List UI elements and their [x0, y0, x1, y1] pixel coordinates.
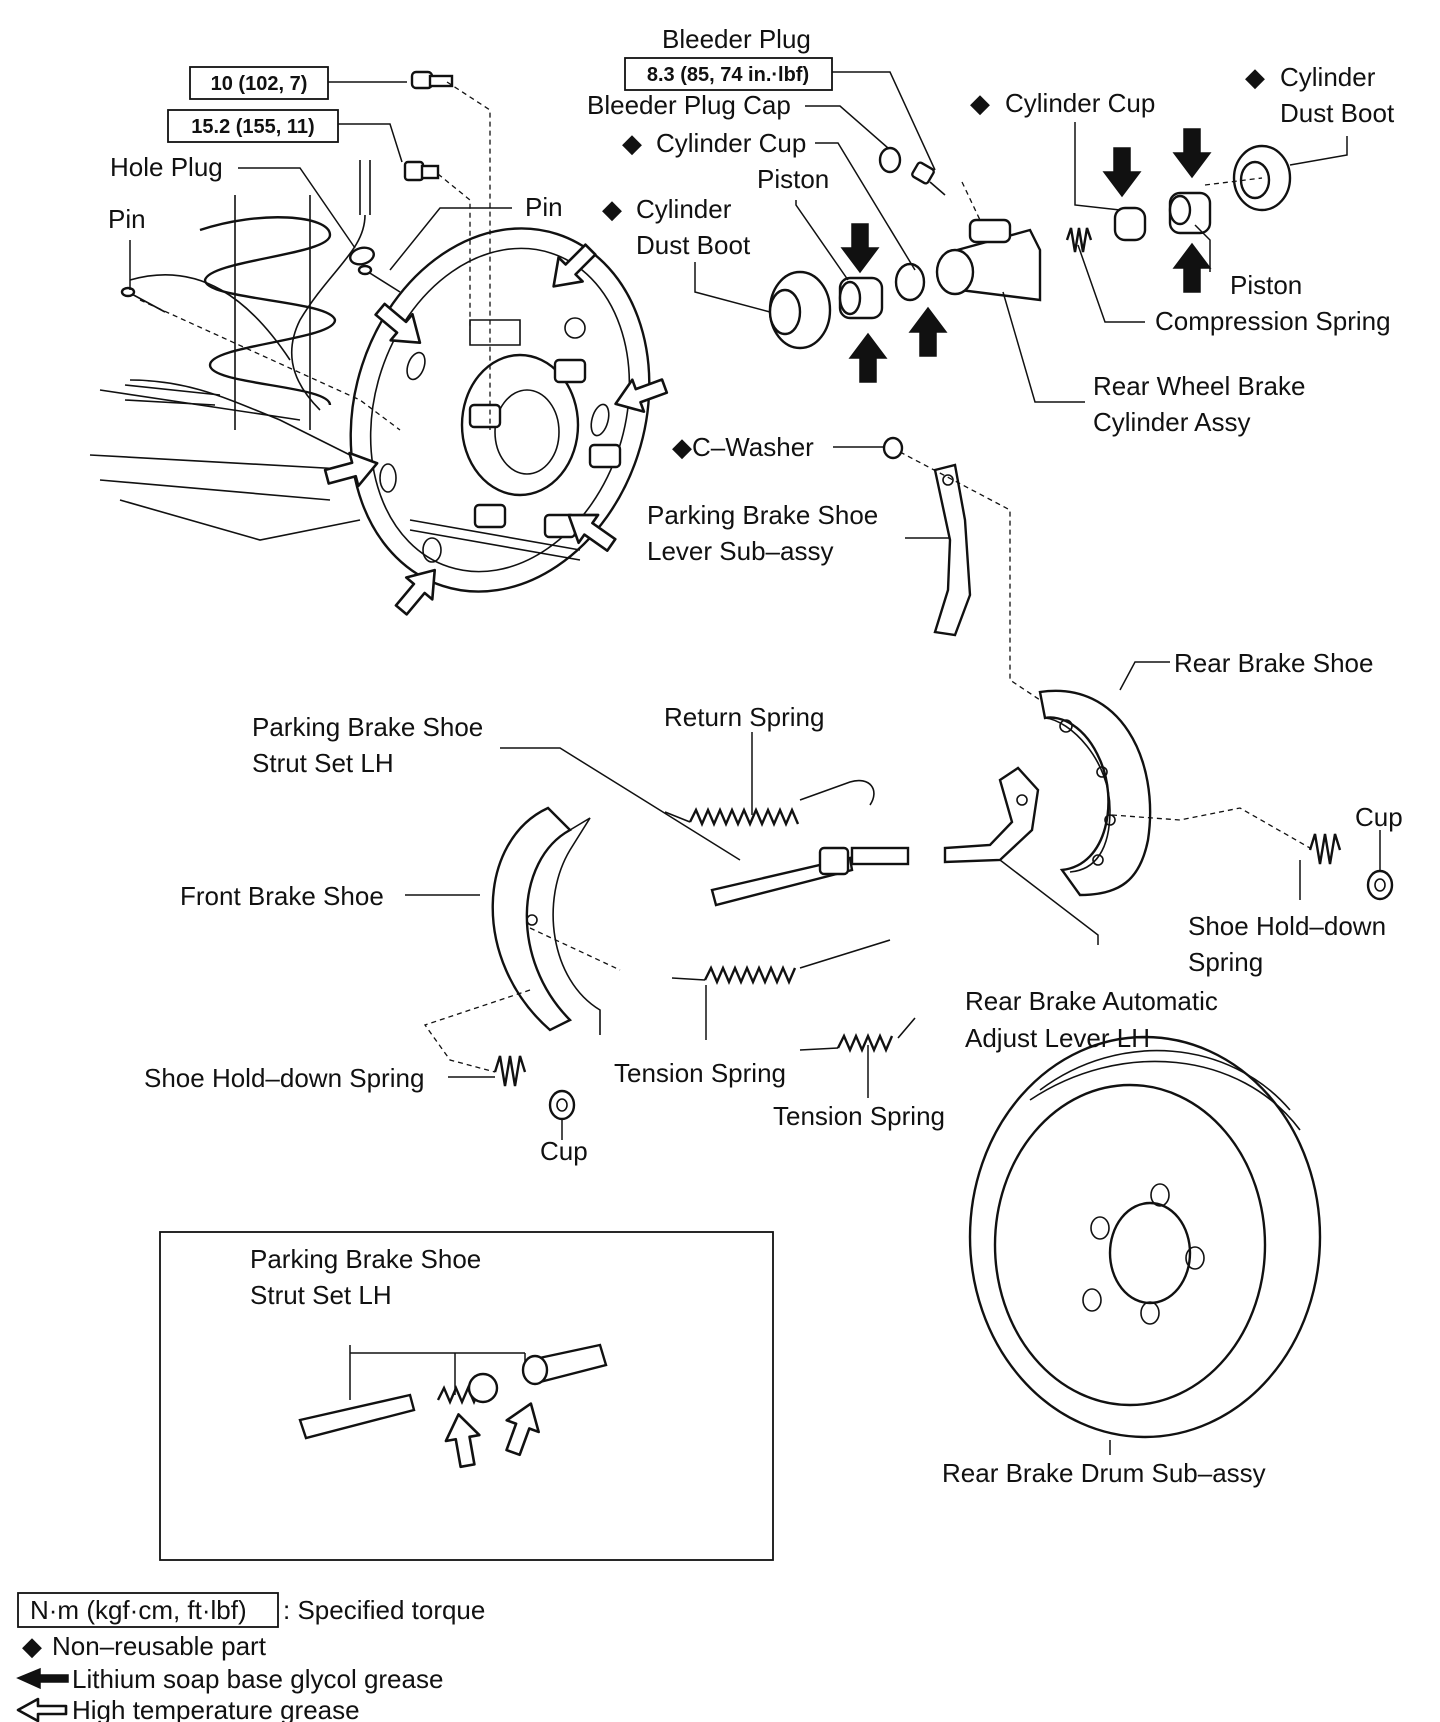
- piston-left-part: [838, 276, 884, 320]
- label-c-washer: ◆C–Washer: [672, 432, 814, 462]
- cup-right-part: [1366, 869, 1394, 901]
- labels: Bleeder Plug Bleeder Plug Cap Hole Plug …: [108, 24, 1403, 1488]
- label-strut-set-1: Parking Brake Shoe: [252, 712, 483, 742]
- torque-spec-8-3: 8.3 (85, 74 in.·lbf): [624, 57, 833, 91]
- label-dust-boot-left-1: Cylinder: [636, 194, 732, 224]
- torque-value-8-3: 8.3 (85, 74 in.·lbf): [647, 64, 809, 86]
- hole-plug-part: [349, 246, 375, 266]
- cup-left-part: [548, 1089, 576, 1121]
- label-cup-right: Cup: [1355, 802, 1403, 832]
- parking-brake-lever-part: [933, 463, 972, 637]
- cylinder-cup-right-part: [1113, 206, 1147, 242]
- torque-value-10: 10 (102, 7): [211, 73, 308, 95]
- tension-spring-1-part: [671, 939, 891, 986]
- mark-cylinder-cup-top: ◆: [970, 88, 990, 118]
- label-cylinder-cup-top: Cylinder Cup: [1005, 88, 1155, 118]
- front-brake-shoe-part: [491, 806, 601, 1035]
- label-tension-spring-1: Tension Spring: [614, 1058, 786, 1088]
- label-dust-boot-right-1: Cylinder: [1280, 62, 1376, 92]
- torque-spec-15-2: 15.2 (155, 11): [167, 109, 339, 143]
- legend-torque-desc: : Specified torque: [283, 1595, 485, 1625]
- brake-drum-part: [968, 1035, 1322, 1439]
- bleeder-plug-part: [911, 161, 946, 196]
- label-dust-boot-left-2: Dust Boot: [636, 230, 751, 260]
- mark-cylinder-cup-mid: ◆: [622, 128, 642, 158]
- bolt-10: [410, 70, 454, 90]
- c-washer-part: [882, 436, 904, 460]
- dust-boot-left-part: [768, 270, 832, 350]
- label-piston-left: Piston: [757, 164, 829, 194]
- label-auto-adjust-lever-1: Rear Brake Automatic: [965, 986, 1218, 1016]
- label-tension-spring-2: Tension Spring: [773, 1101, 945, 1131]
- label-dust-boot-right-2: Dust Boot: [1280, 98, 1395, 128]
- label-inset-strut-set-2: Strut Set LH: [250, 1280, 392, 1310]
- solid-arrow-icon: [16, 1667, 69, 1690]
- label-rear-wheel-cylinder-1: Rear Wheel Brake: [1093, 371, 1305, 401]
- shoe-holddown-spring-left-part: [493, 1055, 527, 1087]
- open-arrow-icon: [16, 1697, 68, 1722]
- wheel-cylinder-body: [935, 218, 1042, 302]
- brake-backing-plate: [349, 227, 651, 593]
- label-cup-left: Cup: [540, 1136, 588, 1166]
- label-strut-set-2: Strut Set LH: [252, 748, 394, 778]
- label-shoe-holddown-right-2: Spring: [1188, 947, 1263, 977]
- label-rear-wheel-cylinder-2: Cylinder Assy: [1093, 407, 1251, 437]
- legend-non-reusable-mark: ◆: [22, 1631, 42, 1661]
- mark-dust-boot-left: ◆: [602, 194, 622, 224]
- legend-lithium: Lithium soap base glycol grease: [72, 1664, 443, 1694]
- label-hole-plug: Hole Plug: [110, 152, 223, 182]
- legend: N·m (kgf·cm, ft·lbf) : Specified torque …: [16, 1592, 485, 1722]
- brake-line-union: [403, 160, 440, 182]
- label-inset-strut-set-1: Parking Brake Shoe: [250, 1244, 481, 1274]
- label-cylinder-cup-mid: Cylinder Cup: [656, 128, 806, 158]
- legend-high-temp: High temperature grease: [72, 1695, 360, 1722]
- auto-adjust-lever-part: [943, 766, 1040, 864]
- label-shoe-holddown-left: Shoe Hold–down Spring: [144, 1063, 424, 1093]
- label-auto-adjust-lever-2: Adjust Lever LH: [965, 1023, 1150, 1053]
- label-bleeder-plug: Bleeder Plug: [662, 24, 811, 54]
- label-bleeder-plug-cap: Bleeder Plug Cap: [587, 90, 791, 120]
- label-parking-brake-lever-2: Lever Sub–assy: [647, 536, 833, 566]
- piston-right-part: [1168, 191, 1212, 235]
- label-shoe-holddown-right-1: Shoe Hold–down: [1188, 911, 1386, 941]
- label-front-brake-shoe: Front Brake Shoe: [180, 881, 384, 911]
- inset-box: [159, 1231, 774, 1561]
- return-spring-part: [664, 779, 875, 828]
- torque-value-15-2: 15.2 (155, 11): [191, 116, 314, 138]
- label-compression-spring: Compression Spring: [1155, 306, 1391, 336]
- leader-lines: [129, 71, 1381, 1455]
- torque-spec-10: 10 (102, 7): [189, 66, 329, 100]
- tension-spring-2-part: [799, 1017, 916, 1054]
- label-parking-brake-lever-1: Parking Brake Shoe: [647, 500, 878, 530]
- dashed-alignment-lines: [139, 81, 1311, 1073]
- suspension-background: [89, 160, 381, 541]
- shoe-holddown-spring-right-part: [1308, 833, 1342, 865]
- legend-torque-unit: N·m (kgf·cm, ft·lbf): [30, 1595, 247, 1625]
- label-pin-mid: Pin: [525, 192, 563, 222]
- bleeder-plug-cap-part: [878, 146, 902, 174]
- legend-non-reusable: Non–reusable part: [52, 1631, 267, 1661]
- label-piston-right: Piston: [1230, 270, 1302, 300]
- compression-spring-part: [1065, 227, 1093, 253]
- label-pin-left: Pin: [108, 204, 146, 234]
- label-brake-drum: Rear Brake Drum Sub–assy: [942, 1458, 1266, 1488]
- rear-brake-shoe-part: [1038, 689, 1152, 897]
- label-return-spring: Return Spring: [664, 702, 824, 732]
- pin-mid-part: [357, 264, 401, 293]
- label-rear-brake-shoe: Rear Brake Shoe: [1174, 648, 1373, 678]
- mark-dust-boot-right: ◆: [1245, 62, 1265, 92]
- strut-set-part: [710, 846, 910, 907]
- cylinder-cup-left-part: [894, 262, 926, 302]
